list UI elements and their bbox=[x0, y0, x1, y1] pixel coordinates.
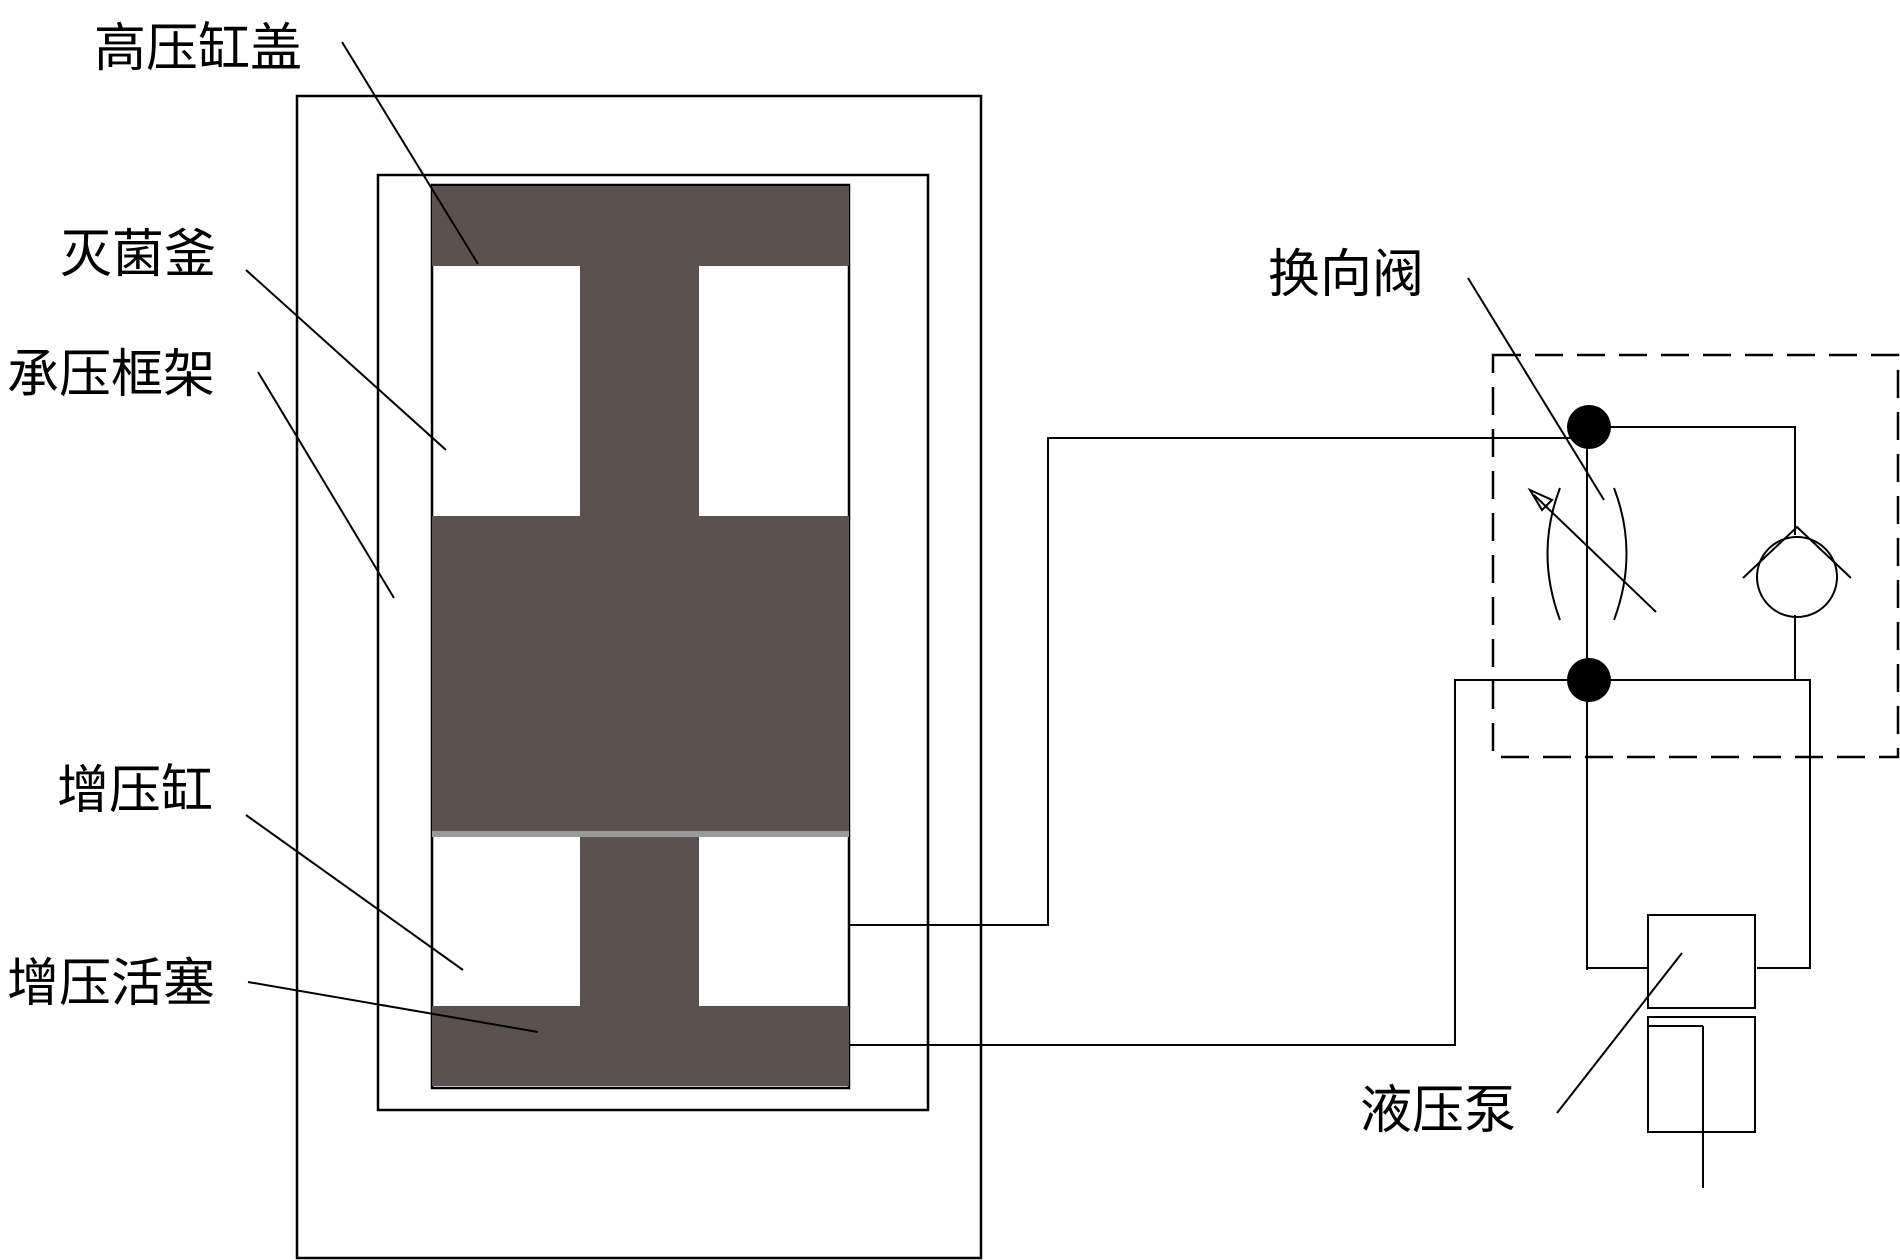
check-valve-ball bbox=[1756, 536, 1838, 618]
pressure-frame-inner bbox=[376, 173, 930, 1112]
label-booster-cylinder: 增压缸 bbox=[57, 761, 213, 821]
pressure-frame-outer bbox=[295, 94, 983, 1260]
leader-hydraulic-pump bbox=[1556, 952, 1683, 1114]
label-reversing-valve: 换向阀 bbox=[1268, 245, 1424, 305]
reversing-valve-box bbox=[1491, 353, 1900, 759]
label-hydraulic-pump: 液压泵 bbox=[1360, 1081, 1516, 1141]
hydraulic-pump-top bbox=[1647, 914, 1756, 1009]
hydraulic-pump-bottom bbox=[1647, 1016, 1756, 1133]
leader-sterilizer bbox=[245, 269, 447, 451]
label-booster-piston: 增压活塞 bbox=[7, 954, 215, 1014]
label-sterilizer: 灭菌釜 bbox=[60, 225, 216, 285]
leader-high-pressure-cap bbox=[341, 41, 479, 265]
leader-pressure-frame bbox=[257, 371, 395, 599]
leader-booster-piston bbox=[247, 981, 539, 1033]
label-high-pressure-cap: 高压缸盖 bbox=[94, 19, 302, 79]
leader-booster-cylinder bbox=[245, 814, 464, 971]
check-valve-seat bbox=[1742, 525, 1852, 579]
valve-bottom-right-line bbox=[1587, 679, 1811, 969]
pump-left-line bbox=[1586, 680, 1648, 969]
adjust-arrow-line bbox=[1533, 494, 1657, 613]
lower-stem bbox=[580, 832, 699, 1007]
valve-top-right-line bbox=[1587, 426, 1796, 535]
leader-reversing-valve bbox=[1467, 277, 1605, 501]
valve-junction-top bbox=[1567, 405, 1611, 449]
label-pressure-frame: 承压框架 bbox=[7, 345, 215, 405]
valve-junction-bottom bbox=[1567, 658, 1611, 702]
adjust-arrow-head bbox=[1527, 487, 1554, 512]
throttle-arc-left bbox=[1546, 487, 1561, 621]
main-piston-body bbox=[432, 516, 849, 832]
booster-piston bbox=[432, 1006, 849, 1086]
high-pressure-cap bbox=[432, 186, 849, 266]
pipe-upper bbox=[849, 437, 1587, 926]
pipe-lower bbox=[849, 679, 1587, 1046]
throttle-arc-right bbox=[1613, 487, 1628, 621]
upper-stem bbox=[580, 266, 699, 516]
